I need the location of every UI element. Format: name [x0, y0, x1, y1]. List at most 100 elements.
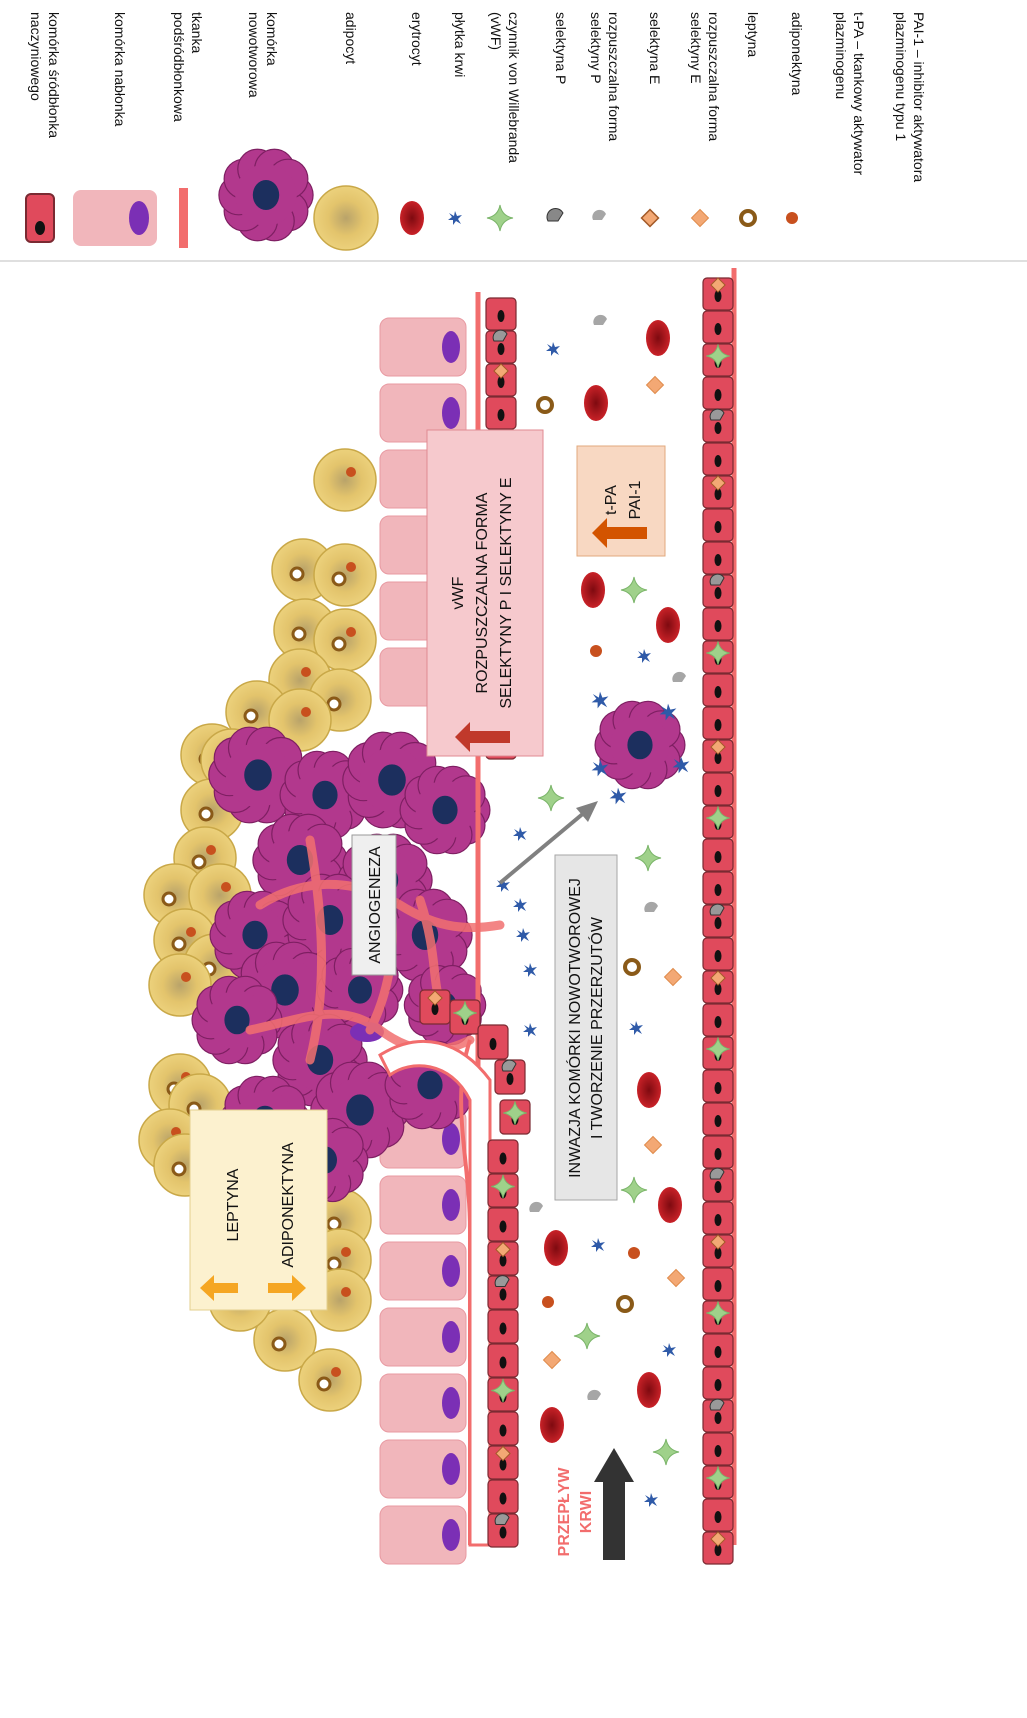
- legend-label: adipocyt: [343, 12, 359, 64]
- endothelial-cell: [703, 1235, 733, 1267]
- legend-label-line: selektyna E: [647, 12, 663, 84]
- endothelial-cell: [703, 740, 733, 772]
- endothelial-cell: [486, 397, 516, 429]
- legend-label-line: komórka śródbłonka: [46, 12, 62, 138]
- adipocyte-icon: [314, 186, 378, 250]
- legend-label-line: selektyna P: [553, 12, 569, 84]
- vwf-factor: [538, 785, 564, 811]
- vwf-factor: [621, 577, 647, 603]
- legend-label-line: erytrocyt: [409, 12, 425, 66]
- soluble-p-selectin: [587, 1390, 601, 1400]
- adiponectin-shape: [786, 212, 798, 224]
- legend-label-line: podśródbłonkowa: [171, 12, 187, 122]
- endothelial-cell: [703, 872, 733, 904]
- endothelial-cell: [703, 574, 733, 607]
- invasion-box: INWAZJA KOMÓRKI NOWOTWOROWEJ I TWORZENIE…: [555, 855, 617, 1200]
- epithelial-cell-icon: [73, 190, 157, 246]
- legend-label: leptyna: [745, 12, 761, 57]
- endothelial-cell: [488, 1310, 518, 1343]
- erythrocyte: [637, 1072, 661, 1108]
- vwf-box-line-2: ROZPUSZCZALNA FORMA: [474, 492, 491, 693]
- legend-label-line: adiponektyna: [789, 12, 805, 96]
- platelet: [644, 1493, 658, 1507]
- endothelial-cell: [703, 1136, 733, 1168]
- tpa-label: t-PA: [603, 485, 620, 515]
- endothelial-cell: [703, 1004, 733, 1036]
- platelet: [637, 649, 651, 663]
- flow-label-line-2: KRWI: [578, 1491, 595, 1533]
- vwf-selectin-box: vWF ROZPUSZCZALNA FORMA SELEKTYNY P I SE…: [427, 430, 543, 756]
- platelet-shape: [448, 211, 462, 225]
- legend-label-line: naczyniowego: [28, 12, 44, 101]
- vwf-box-line-3: SELEKTYNY P I SELEKTYNY E: [498, 477, 515, 708]
- endothelial-cell: [703, 476, 733, 508]
- adipocyte: [299, 1349, 361, 1411]
- endothelial-cell: [488, 1140, 518, 1173]
- legend-label-line: rozpuszczalna forma: [706, 12, 722, 141]
- soluble-e-selectin: [668, 1270, 685, 1287]
- legend-label: adiponektyna: [789, 12, 805, 96]
- platelet: [662, 1343, 676, 1357]
- erythrocyte: [581, 572, 605, 608]
- endothelial-cell: [703, 1070, 733, 1102]
- legend-label: czynnik von Willebranda(vWF): [488, 12, 522, 163]
- endothelial-cell: [703, 443, 733, 475]
- abbreviation-line: plazminogenu: [833, 12, 849, 99]
- endothelial-cell: [703, 1499, 733, 1531]
- endothelial-cell: [488, 1276, 518, 1309]
- platelet: [513, 827, 527, 841]
- legend-label-line: komórka nabłonka: [112, 12, 128, 127]
- adiponectin: [590, 645, 602, 657]
- legend-label-line: czynnik von Willebranda: [506, 12, 522, 163]
- endothelial-cell: [450, 1000, 480, 1034]
- endothelial-cell: [703, 1168, 733, 1201]
- endothelial-cell: [703, 1037, 733, 1069]
- subendothelial-tissue-icon: [179, 188, 188, 248]
- invasion-line-2: I TWORZENIE PRZERZUTÓW: [587, 916, 606, 1139]
- endothelial-cell: [703, 1202, 733, 1234]
- epithelial-cell: [380, 318, 466, 376]
- endothelial-cell: [488, 1446, 518, 1479]
- endothelial-cell: [703, 773, 733, 805]
- legend-label: selektyna E: [647, 12, 663, 84]
- platelet: [513, 898, 527, 912]
- angiogenesis-box: ANGIOGENEZA: [352, 835, 396, 975]
- legend-label: selektyna P: [553, 12, 569, 84]
- erythrocyte: [646, 320, 670, 356]
- endothelial-cell: [478, 1025, 508, 1059]
- vwf-factor: [574, 1323, 600, 1349]
- tumor-cell: [192, 976, 282, 1063]
- endothelial-cell: [703, 1433, 733, 1465]
- endothelial-cell: [488, 1344, 518, 1377]
- soluble-p-selectin: [593, 315, 607, 325]
- adiponectin-box-label: ADIPONEKTYNA: [280, 1142, 297, 1268]
- erythrocyte: [540, 1407, 564, 1443]
- leptin: [618, 1297, 632, 1311]
- erythrocyte: [656, 607, 680, 643]
- endothelial-cell: [703, 344, 733, 376]
- endothelial-cell: [486, 330, 516, 363]
- flow-label-line-1: PRZEPŁYW: [556, 1467, 573, 1557]
- platelet-icon: [448, 211, 462, 225]
- endothelial-cell: [488, 1514, 518, 1547]
- endothelial-cell: [488, 1378, 518, 1411]
- platelet: [523, 1023, 537, 1037]
- platelet: [546, 342, 560, 356]
- endothelial-cell: [488, 1480, 518, 1513]
- soluble-p-shape: [592, 210, 606, 220]
- leptin-box-label: LEPTYNA: [225, 1168, 242, 1241]
- abbreviation-line: plazminogenu typu 1: [893, 12, 909, 141]
- erythrocyte: [544, 1230, 568, 1266]
- endothelial-cell: [703, 409, 733, 442]
- epithelial-cell: [380, 1374, 466, 1432]
- vwf-factor: [621, 1177, 647, 1203]
- abbreviation-1: PAI-1 – inhibitor aktywatoraplazminogenu…: [893, 12, 927, 182]
- endothelial-cell: [703, 839, 733, 871]
- adiponectin: [628, 1247, 640, 1259]
- leptin: [538, 398, 552, 412]
